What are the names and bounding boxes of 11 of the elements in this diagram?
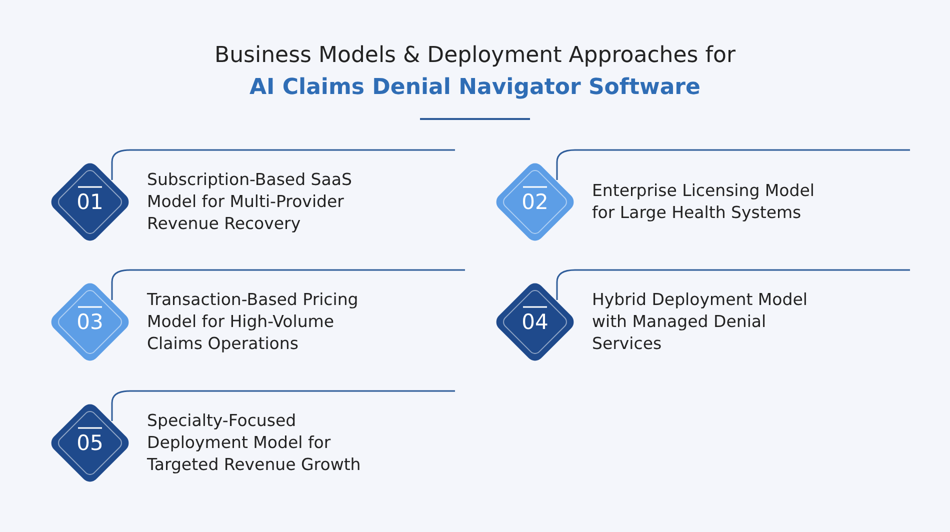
item-description: Hybrid Deployment Model with Managed Denial Services: [592, 289, 808, 355]
item-description: Enterprise Licensing Model for Large Health Systems: [592, 180, 816, 224]
step-number: 04: [520, 309, 550, 336]
title: Business Models & Deployment Approaches for AI Claims Denial Navigator Software: [214, 42, 736, 102]
step-number: 02: [520, 189, 550, 216]
item-description: Subscription-Based SaaS Model for Multi-Provider Revenue Recovery: [147, 169, 353, 235]
step-number: 01: [76, 189, 104, 216]
item-description: Transaction-Based Pricing Model for High-Volume Claims Operations: [147, 289, 360, 355]
step-number: 05: [76, 430, 104, 457]
item-description: Specialty-Focused Deployment Model for Targeted Revenue Growth: [147, 410, 362, 476]
step-number: 03: [76, 309, 104, 336]
